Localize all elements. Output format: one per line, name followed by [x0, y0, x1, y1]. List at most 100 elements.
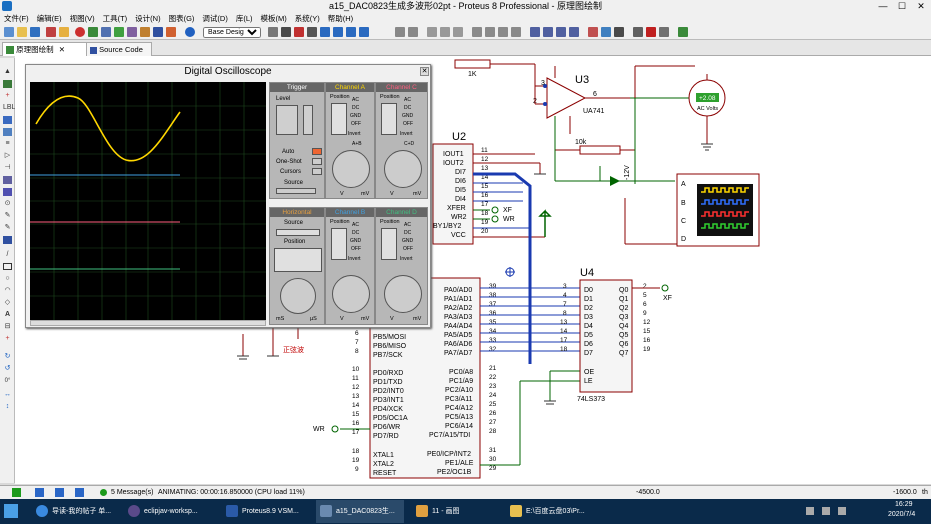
messages-count[interactable]: 5 Message(s): [111, 489, 154, 496]
maximize-button[interactable]: ☐: [897, 1, 907, 11]
marker-icon[interactable]: +: [5, 335, 10, 342]
new-icon[interactable]: [4, 27, 14, 37]
undo-icon[interactable]: [395, 27, 405, 37]
close-project-icon[interactable]: [46, 27, 56, 37]
channel-c-position-scale[interactable]: [381, 103, 397, 135]
digital-oscilloscope-window[interactable]: Digital Oscilloscope ✕ Trigger Level Aut…: [25, 64, 431, 328]
op-amp-u3[interactable]: [535, 77, 630, 119]
open-icon[interactable]: [17, 27, 27, 37]
design-select[interactable]: Base Design: [203, 27, 261, 38]
exit-to-parent-icon[interactable]: [659, 27, 669, 37]
stop-icon[interactable]: [75, 488, 84, 497]
channel-a-position-scale[interactable]: [331, 103, 347, 135]
menu-template[interactable]: 模板(M): [260, 14, 287, 23]
remove-sheet-icon[interactable]: [646, 27, 656, 37]
pins-icon[interactable]: ⊣: [4, 164, 11, 171]
menu-file[interactable]: 文件(F): [4, 14, 29, 23]
symbol-icon[interactable]: ⊟: [4, 323, 11, 330]
timebase-knob[interactable]: [280, 278, 316, 314]
tape-icon[interactable]: [3, 188, 12, 196]
terminals-icon[interactable]: ▷: [4, 152, 11, 159]
rotate-cw-icon[interactable]: ↻: [4, 353, 11, 360]
trigger-level-slider[interactable]: [276, 105, 298, 135]
zoom-out-icon[interactable]: [333, 27, 343, 37]
import-icon[interactable]: [59, 27, 69, 37]
circle-icon[interactable]: ○: [5, 275, 10, 282]
property-tool-icon[interactable]: [614, 27, 624, 37]
menu-edit[interactable]: 编辑(E): [36, 14, 62, 23]
task-eclipse[interactable]: eclipjav-worksp...: [124, 500, 214, 523]
cursors-toggle[interactable]: [312, 168, 322, 175]
toggle-grid-icon[interactable]: [281, 27, 291, 37]
tab-source-code[interactable]: Source Code ✕: [86, 42, 152, 67]
netlist-icon[interactable]: [678, 27, 688, 37]
design-explorer-icon[interactable]: [166, 27, 176, 37]
decompose-icon[interactable]: [569, 27, 579, 37]
pan-icon[interactable]: [307, 27, 317, 37]
cut-icon[interactable]: [427, 27, 437, 37]
task-paint[interactable]: 11 - 画图: [412, 500, 496, 523]
menu-help[interactable]: 帮助(H): [327, 14, 354, 23]
component-mode-icon[interactable]: [3, 80, 12, 88]
menu-debug[interactable]: 调试(D): [202, 14, 228, 23]
schematic-icon[interactable]: [88, 27, 98, 37]
menu-system[interactable]: 系统(Y): [294, 14, 320, 23]
mirror-x-icon[interactable]: ↔: [4, 391, 11, 398]
make-device-icon[interactable]: [543, 27, 553, 37]
text-icon[interactable]: A: [4, 311, 11, 318]
block-delete-icon[interactable]: [511, 27, 521, 37]
3d-icon[interactable]: [114, 27, 124, 37]
redo-icon[interactable]: [408, 27, 418, 37]
generator-icon[interactable]: ⊙: [4, 200, 11, 207]
tab-close-icon[interactable]: ✕: [58, 45, 65, 54]
selection-mode-icon[interactable]: ▲: [4, 68, 11, 75]
source-code-icon[interactable]: [153, 27, 163, 37]
channel-d-position-scale[interactable]: [381, 228, 397, 260]
horizontal-position-scale[interactable]: [274, 248, 322, 272]
latch-u4[interactable]: [579, 279, 633, 393]
tray-icon[interactable]: [806, 507, 814, 515]
line-icon[interactable]: /: [6, 251, 9, 258]
channel-b-position-scale[interactable]: [331, 228, 347, 260]
packaging-icon[interactable]: [556, 27, 566, 37]
close-button[interactable]: ✕: [917, 1, 925, 11]
text-script-icon[interactable]: [3, 116, 12, 124]
zoom-area-icon[interactable]: [359, 27, 369, 37]
search-icon[interactable]: [601, 27, 611, 37]
menu-tools[interactable]: 工具(T): [102, 14, 128, 23]
pot-10k[interactable]: [579, 145, 621, 155]
refresh-icon[interactable]: [268, 27, 278, 37]
zoom-all-icon[interactable]: [346, 27, 356, 37]
pcb-icon[interactable]: [101, 27, 111, 37]
gerber-icon[interactable]: [127, 27, 137, 37]
task-word[interactable]: Proteus8.9 VSM...: [222, 500, 308, 523]
task-browser[interactable]: 导读-我的帖子 单...: [32, 500, 120, 523]
dac-u2[interactable]: [432, 143, 474, 245]
horizontal-source-slider[interactable]: [276, 229, 320, 236]
mirror-y-icon[interactable]: ↕: [5, 403, 10, 410]
task-explorer[interactable]: E:\百度云盘03\Pr...: [506, 500, 596, 523]
rotate-ccw-icon[interactable]: ↺: [4, 365, 11, 372]
windows-start-icon[interactable]: [4, 504, 18, 518]
oscilloscope-scrollbar[interactable]: [30, 320, 266, 326]
minimize-button[interactable]: —: [878, 1, 888, 11]
play-icon[interactable]: [12, 488, 21, 497]
bom-icon[interactable]: [140, 27, 150, 37]
current-probe-icon[interactable]: ✎: [4, 224, 11, 231]
menu-library[interactable]: 库(L): [235, 14, 253, 23]
channel-a-volts-knob[interactable]: [332, 150, 370, 188]
paste-icon[interactable]: [453, 27, 463, 37]
oscilloscope-close-button[interactable]: ✕: [420, 67, 429, 76]
zoom-in-icon[interactable]: [320, 27, 330, 37]
network-icon[interactable]: [822, 507, 830, 515]
arc-icon[interactable]: ◠: [4, 287, 11, 294]
new-sheet-icon[interactable]: [633, 27, 643, 37]
oscilloscope-symbol[interactable]: [676, 173, 760, 247]
block-rotate-icon[interactable]: [498, 27, 508, 37]
auto-toggle[interactable]: [312, 148, 322, 155]
wire-label-icon[interactable]: LBL: [3, 104, 16, 111]
wire-autoroute-icon[interactable]: [588, 27, 598, 37]
task-proteus[interactable]: a15_DAC0823生...: [316, 500, 404, 523]
menu-view[interactable]: 视图(V): [69, 14, 95, 23]
graph-icon[interactable]: [3, 176, 12, 184]
